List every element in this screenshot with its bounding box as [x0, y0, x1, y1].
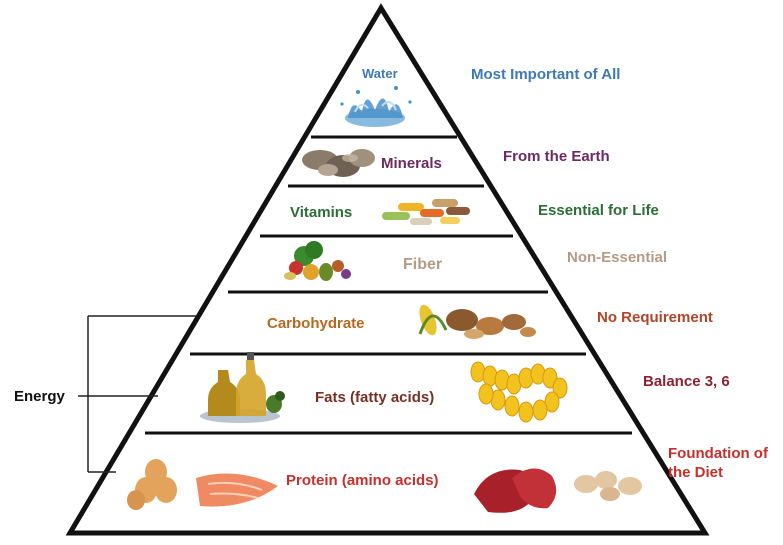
energy-label: Energy: [14, 388, 65, 405]
level-label-water: Water: [362, 66, 398, 81]
level-label-vitamins: Vitamins: [290, 204, 352, 221]
level-label-carbohydrate: Carbohydrate: [267, 315, 365, 332]
level-note-fiber: Non-Essential: [567, 249, 667, 266]
pyramid-outline: [70, 8, 705, 533]
level-note-fats: Balance 3, 6: [643, 373, 730, 390]
level-note-protein: Foundation of the Diet: [668, 444, 778, 482]
level-note-vitamins: Essential for Life: [538, 202, 659, 219]
level-label-protein: Protein (amino acids): [286, 472, 439, 489]
level-label-fats: Fats (fatty acids): [315, 389, 434, 406]
level-note-carbohydrate: No Requirement: [597, 309, 713, 326]
level-label-fiber: Fiber: [403, 256, 442, 274]
level-note-water: Most Important of All: [471, 66, 620, 83]
level-note-minerals: From the Earth: [503, 148, 610, 165]
level-label-minerals: Minerals: [381, 155, 442, 172]
